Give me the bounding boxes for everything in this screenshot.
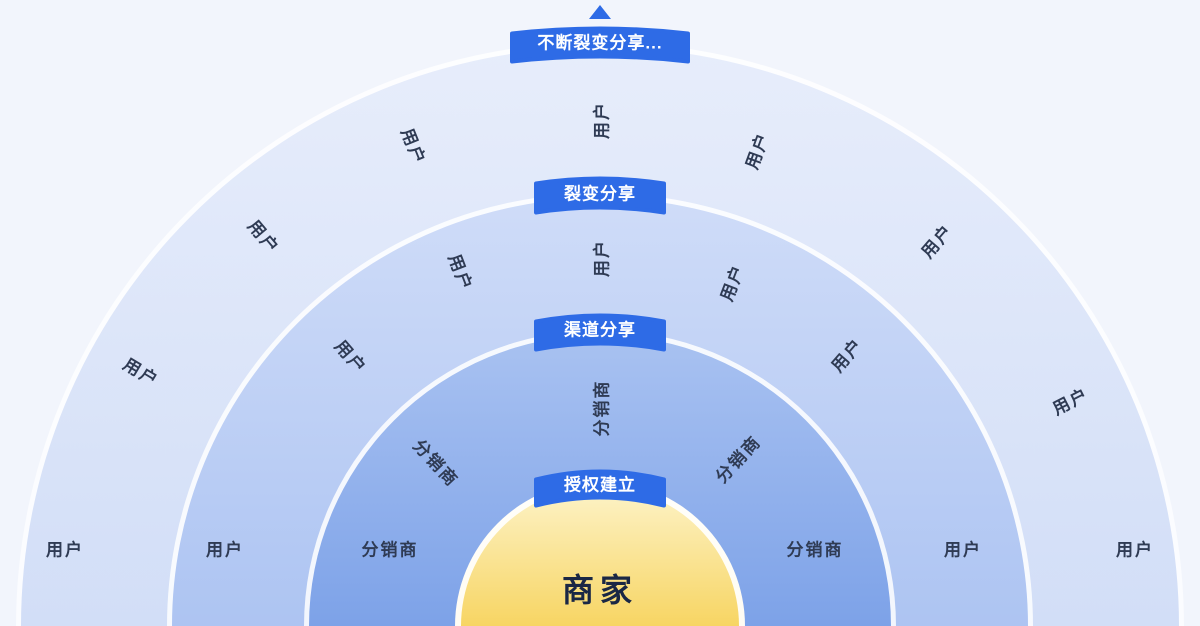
distributor-label: 分销商	[592, 379, 612, 437]
badge-ribbon-shape	[534, 313, 666, 352]
badge-ribbon-shape	[534, 176, 666, 215]
flow-badge-label: 裂变分享	[563, 184, 636, 204]
flow-badge-authorize: 授权建立	[534, 460, 666, 515]
up-arrow-icon	[589, 5, 611, 19]
badge-ribbon-shape	[510, 26, 690, 64]
distributor-label: 分销商	[786, 540, 844, 560]
flow-badge-continuous-fission: 不断裂变分享...	[510, 18, 690, 71]
user-label: 用户	[206, 540, 244, 560]
merchant-label: 商家	[561, 572, 639, 608]
user-label: 用户	[592, 239, 612, 277]
user-label: 用户	[592, 101, 612, 139]
user-label: 用户	[1116, 540, 1154, 560]
badge-ribbon-shape	[534, 469, 666, 508]
flow-badge-label: 授权建立	[564, 475, 636, 495]
flow-badge-fission-share: 裂变分享	[534, 167, 666, 222]
distributor-label: 分销商	[361, 540, 419, 560]
user-label: 用户	[46, 540, 84, 560]
flow-badge-label: 渠道分享	[563, 320, 636, 340]
flow-badge-label: 不断裂变分享...	[537, 33, 662, 53]
flow-badge-channel-share: 渠道分享	[534, 304, 666, 359]
user-label: 用户	[944, 540, 982, 560]
